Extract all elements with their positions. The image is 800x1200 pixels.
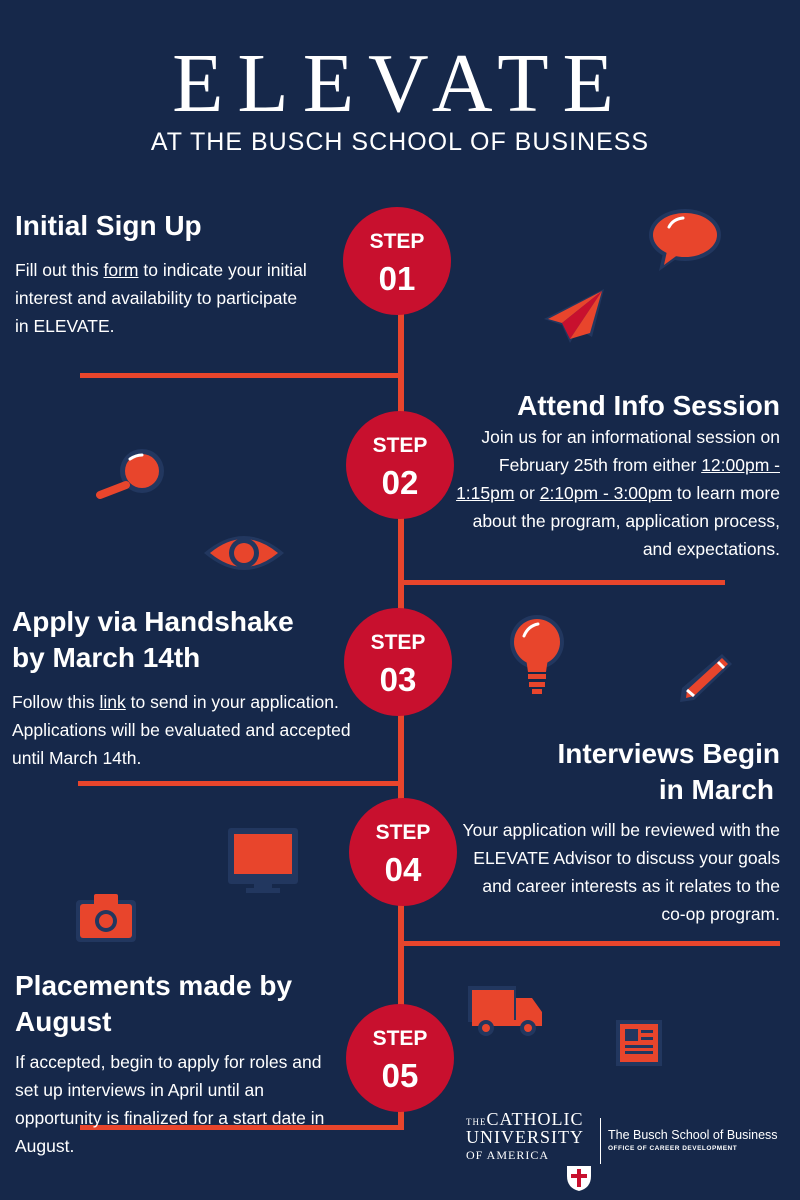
step-circle-03: STEP 03: [344, 608, 452, 716]
step-label: STEP: [372, 1027, 428, 1050]
step-1-title: Initial Sign Up: [15, 210, 202, 241]
step-5-body: If accepted, begin to apply for roles an…: [15, 1052, 325, 1156]
logo-of-america: OF AMERICA: [466, 1147, 550, 1162]
step-4-body: Your application will be reviewed with t…: [462, 820, 780, 924]
logo-university: UNIVERSITY: [466, 1127, 584, 1147]
timeline-branch-3: [78, 781, 402, 786]
step-3-body-text: Follow this: [12, 692, 100, 712]
step-number: 05: [381, 1057, 419, 1094]
newspaper-icon: [616, 1020, 662, 1066]
logo-the: THE: [466, 1117, 487, 1127]
step-3-title-line-1: Apply via Handshake: [12, 606, 294, 637]
busch-school-logo: The Busch School of Business OFFICE OF C…: [608, 1128, 798, 1152]
pencil-icon: [678, 650, 734, 704]
step-3-body-text-rest: to send in your application. Application…: [12, 692, 351, 768]
step-number: 02: [381, 464, 419, 501]
step-label: STEP: [372, 434, 428, 457]
step-2-body: Join us for an informational session on …: [452, 423, 780, 563]
footer-divider: [600, 1118, 601, 1164]
step-circle-05: STEP 05: [346, 1004, 454, 1112]
step-5-title-line-1: Placements made by: [15, 970, 293, 1001]
step-label: STEP: [370, 631, 426, 654]
camera-icon: [76, 892, 136, 942]
truck-icon: [468, 986, 544, 1038]
handshake-link[interactable]: link: [99, 692, 126, 712]
step-label: STEP: [369, 230, 425, 253]
step-2-body-text: Join us for an informational session on …: [481, 427, 780, 475]
step-circle-02: STEP 02: [346, 411, 454, 519]
step-circle-01: STEP 01: [343, 207, 451, 315]
shield-icon: [566, 1158, 592, 1192]
step-2-body-or: or: [514, 483, 540, 503]
step-3-title: Apply via Handshake by March 14th: [12, 604, 352, 677]
step-5-title-line-2: August: [15, 1006, 112, 1038]
step-number: 01: [378, 260, 416, 297]
step-label: STEP: [375, 821, 431, 844]
step-3-body: Follow this link to send in your applica…: [12, 688, 380, 772]
step-1-body: Fill out this form to indicate your init…: [15, 256, 315, 340]
office-name: OFFICE OF CAREER DEVELOPMENT: [608, 1145, 738, 1152]
logo-title: ELEVATE: [172, 37, 628, 130]
step-4-title: Interviews Begin in March: [470, 736, 780, 809]
step-2-title: Attend Info Session: [517, 390, 780, 421]
step-3-title-line-2: by March 14th: [12, 642, 201, 674]
timeline-branch-1: [80, 373, 402, 378]
step-5-title: Placements made by August: [15, 968, 355, 1041]
timeline-branch-2: [400, 580, 725, 585]
session-2-link[interactable]: 2:10pm - 3:00pm: [539, 483, 673, 503]
step-1-body-text: Fill out this: [15, 260, 104, 280]
speech-bubble-icon: [645, 205, 725, 273]
logo-subtitle: AT THE BUSCH SCHOOL OF BUSINESS: [150, 128, 650, 156]
step-4-title-line-1: Interviews Begin: [557, 738, 780, 769]
timeline-branch-5: [80, 1125, 402, 1130]
timeline-branch-4: [400, 941, 780, 946]
monitor-icon: [228, 828, 298, 894]
busch-school-name: The Busch School of Business: [608, 1128, 778, 1142]
step-2-body-text-rest: to learn more about the program, applica…: [472, 483, 780, 559]
step-circle-04: STEP 04: [349, 798, 457, 906]
session-1-link[interactable]: 12:00pm - 1:15pm: [456, 455, 780, 503]
form-link[interactable]: form: [103, 260, 139, 280]
step-number: 03: [379, 661, 417, 698]
step-number: 04: [384, 851, 422, 888]
university-logo: THECATHOLIC UNIVERSITY OF AMERICA: [466, 1110, 596, 1163]
paper-plane-icon: [540, 285, 610, 347]
eye-icon: [200, 527, 288, 579]
magnifier-icon: [92, 447, 172, 499]
light-bulb-icon: [508, 614, 566, 696]
step-4-title-line-2: in March: [658, 774, 774, 806]
logo-catholic: CATHOLIC: [486, 1109, 584, 1129]
step-1-body-text-rest: to indicate your initial interest and av…: [15, 260, 307, 336]
